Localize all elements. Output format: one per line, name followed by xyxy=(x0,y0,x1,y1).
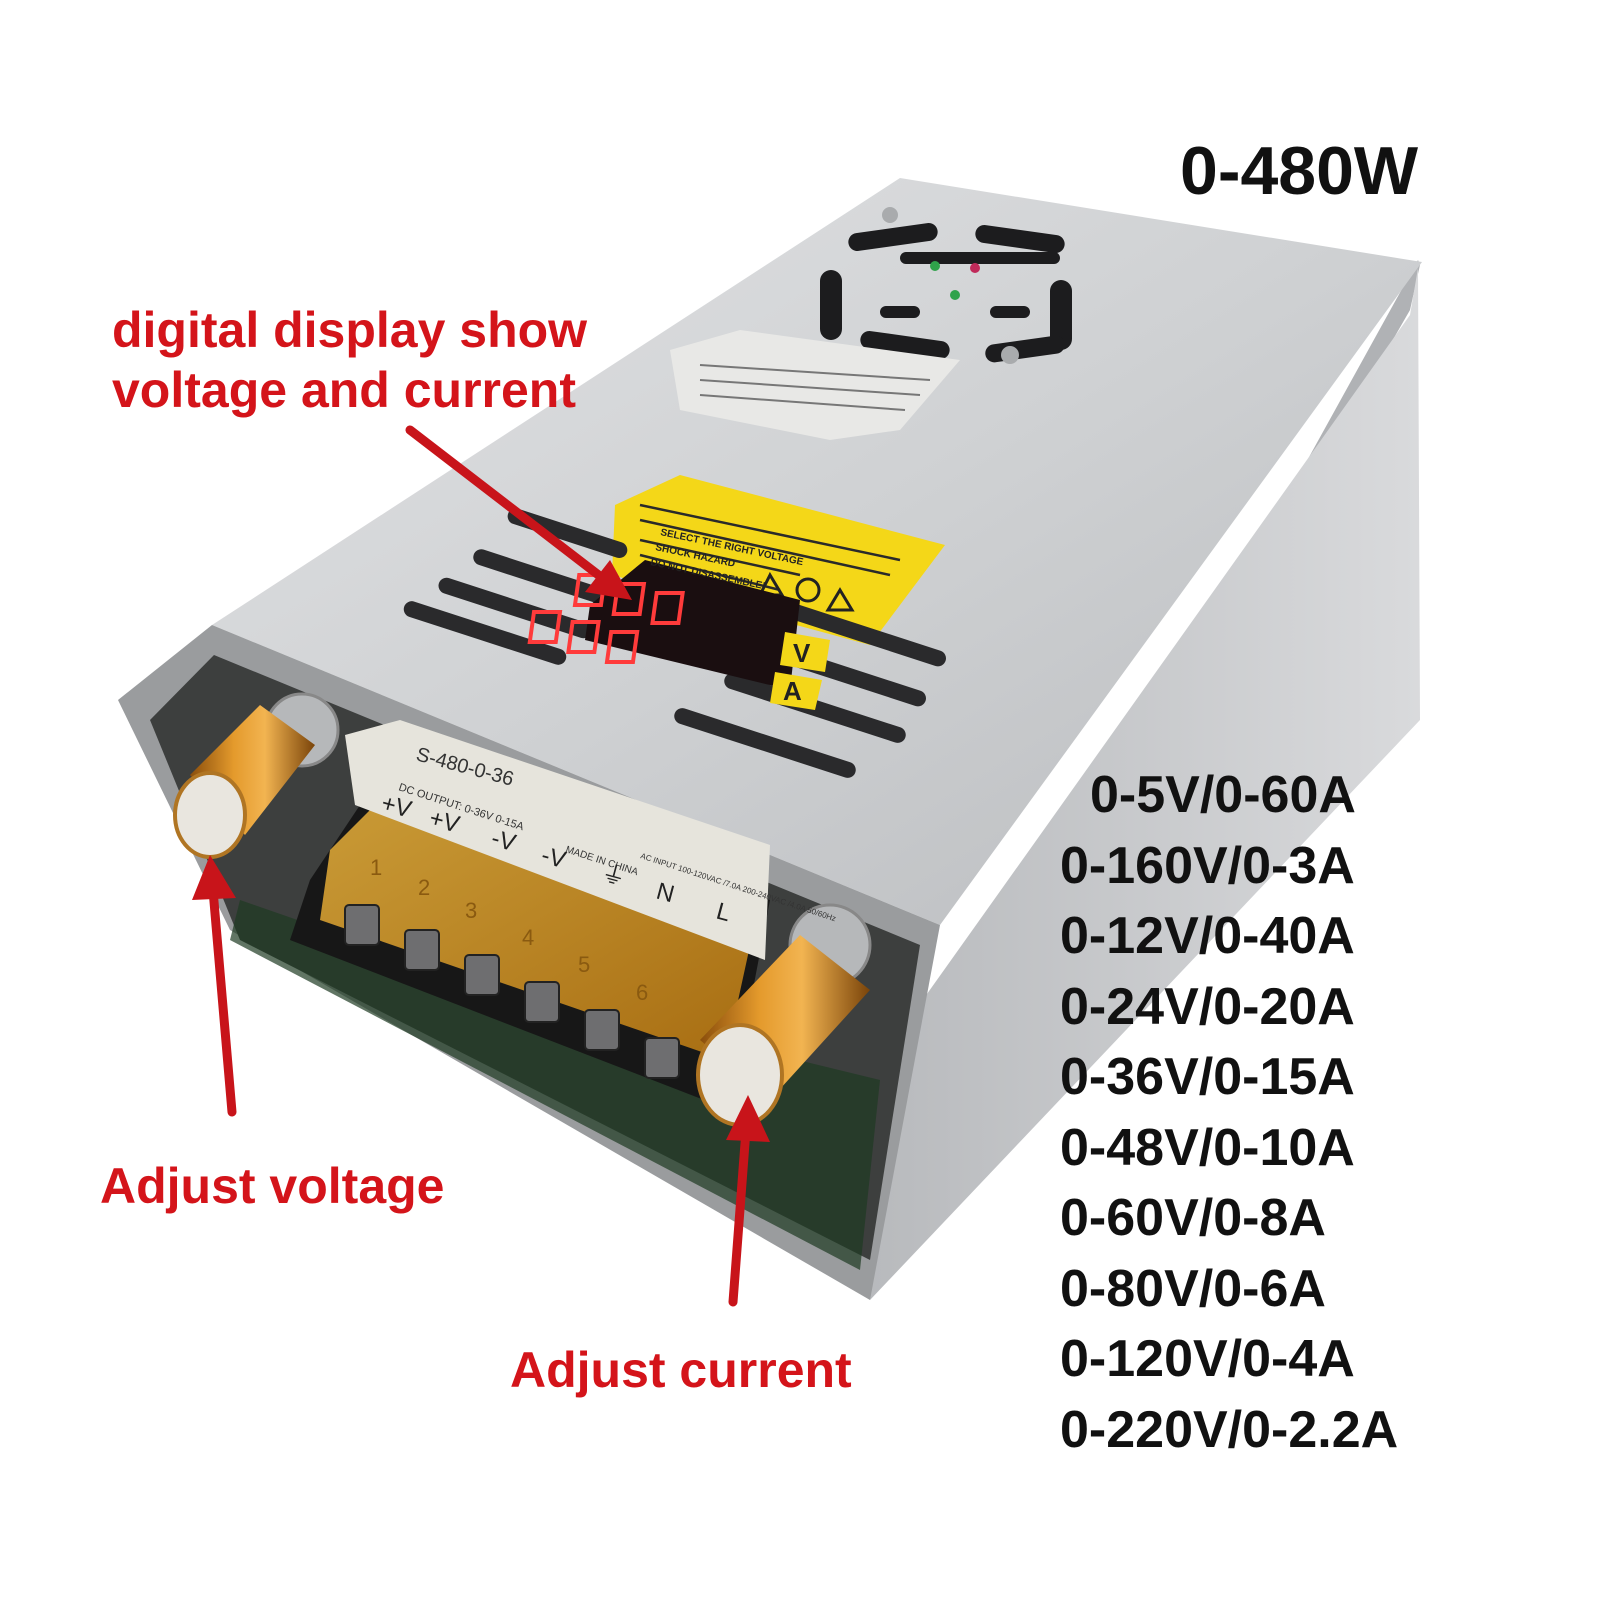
callout-arrows xyxy=(192,425,770,1307)
terminal-number: 5 xyxy=(578,952,590,977)
spec-item: 0-220V/0-2.2A xyxy=(1060,1400,1399,1459)
digital-display xyxy=(527,560,830,710)
spec-item: 0-60V/0-8A xyxy=(1060,1189,1326,1247)
display-unit-a: A xyxy=(783,676,802,706)
terminal-number: 6 xyxy=(636,980,648,1005)
spec-list: 0-5V/0-60A 0-160V/0-3A 0-12V/0-40A 0-24V… xyxy=(1060,760,1398,1465)
spec-item: 0-160V/0-3A xyxy=(1060,836,1355,895)
spec-item: 0-36V/0-15A xyxy=(1060,1048,1355,1106)
spec-item: 0-120V/0-4A xyxy=(1060,1330,1355,1388)
terminal-label: L xyxy=(713,898,733,928)
terminal-number: 1 xyxy=(370,855,382,880)
callout-adjust-voltage: Adjust voltage xyxy=(100,1158,445,1214)
terminal-number: 2 xyxy=(418,875,430,900)
voltage-knob xyxy=(173,692,340,859)
terminal-number: 3 xyxy=(465,898,477,923)
callout-adjust-current: Adjust current xyxy=(510,1342,852,1398)
spec-item: 0-12V/0-40A xyxy=(1060,907,1355,965)
spec-item: 0-80V/0-6A xyxy=(1060,1259,1326,1318)
current-knob xyxy=(696,903,872,1127)
spec-item: 0-5V/0-60A xyxy=(1090,766,1356,824)
terminal-label: N xyxy=(653,878,677,909)
info-sticker xyxy=(670,330,960,440)
display-unit-v: V xyxy=(793,638,811,668)
spec-item: 0-48V/0-10A xyxy=(1060,1118,1355,1177)
callout-digital-display: digital display show voltage and current xyxy=(112,302,588,418)
spec-item: 0-24V/0-20A xyxy=(1060,977,1355,1036)
terminal-label: -V xyxy=(538,842,568,874)
terminal-label: -V xyxy=(488,825,518,857)
model-label: S-480-0-36 xyxy=(414,744,516,791)
model-label-plate xyxy=(345,720,770,960)
wattage-headline: 0-480W xyxy=(1180,133,1419,209)
terminal-number: 4 xyxy=(522,925,534,950)
